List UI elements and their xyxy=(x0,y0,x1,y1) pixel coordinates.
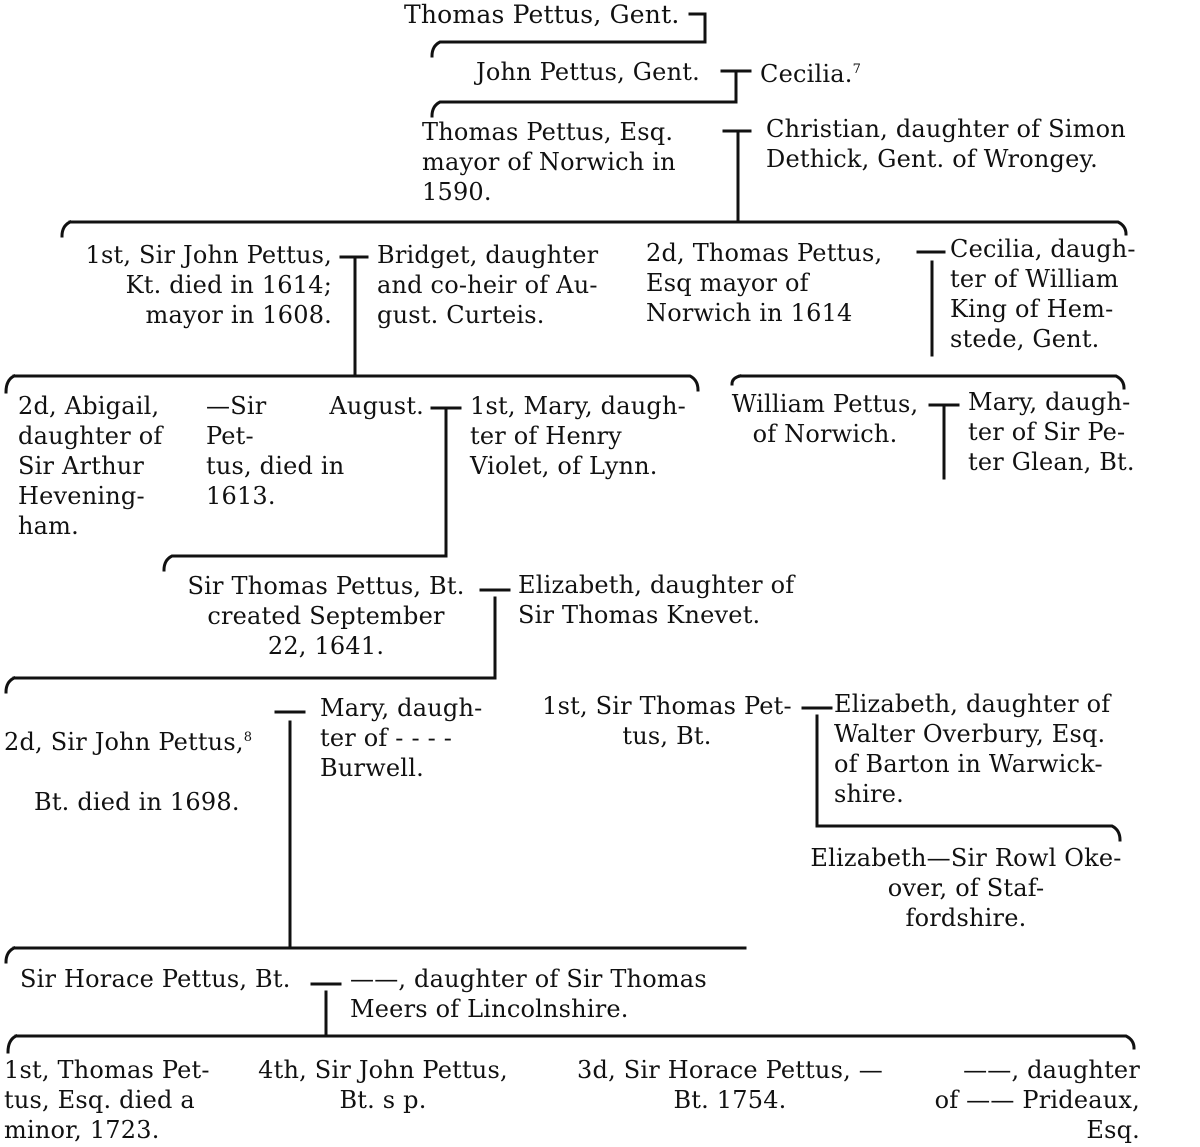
person-william-pettus: William Pettus, of Norwich. xyxy=(731,390,919,448)
person-prideaux: ——, daughter of —— Prideaux, Esq. xyxy=(934,1056,1140,1144)
footnote-marker: 8 xyxy=(243,730,253,745)
marriage-mark xyxy=(928,403,960,480)
connector-line xyxy=(430,12,707,58)
marriage-mark xyxy=(430,406,462,558)
person-mary-burwell: Mary, daugh- ter of - - - - Burwell. xyxy=(320,694,483,782)
footnote-marker: 7 xyxy=(852,62,862,77)
person-cecilia: Cecilia.7 xyxy=(760,55,861,89)
person-john-pettus-gent: John Pettus, Gent. xyxy=(476,58,700,86)
person-abigail-heveningham: 2d, Abigail, daughter of Sir Arthur Heve… xyxy=(18,392,163,540)
connector-line xyxy=(6,1033,1136,1054)
person-name: Cecilia. xyxy=(760,60,853,88)
marriage-mark xyxy=(479,588,511,680)
person-detail: Bt. died in 1698. xyxy=(34,788,240,816)
person-sir-august-pettus: —Sir August. Pet- tus, died in 1613. xyxy=(206,392,424,510)
person-sir-horace-pettus-3d: 3d, Sir Horace Pettus, — Bt. 1754. xyxy=(577,1056,883,1114)
person-meers: ——, daughter of Sir Thomas Meers of Linc… xyxy=(350,965,707,1023)
person-thomas-pettus-minor: 1st, Thomas Pet- tus, Esq. died a minor,… xyxy=(4,1056,210,1144)
marriage-mark xyxy=(720,69,752,104)
connector-line xyxy=(60,219,1128,238)
person-bridget-curteis: Bridget, daughter and co-heir of Au- gus… xyxy=(377,241,599,329)
person-cecilia-king: Cecilia, daugh- ter of William King of H… xyxy=(950,235,1136,353)
marriage-mark xyxy=(722,129,752,224)
connector-line xyxy=(4,675,497,694)
connector-line xyxy=(4,945,747,964)
person-thomas-pettus-2d: 2d, Thomas Pettus, Esq mayor of Norwich … xyxy=(646,239,883,327)
person-sir-horace-pettus: Sir Horace Pettus, Bt. xyxy=(20,965,291,993)
person-elizabeth-okeover: Elizabeth—Sir Rowl Oke- over, of Staf- f… xyxy=(810,844,1122,932)
connector-line xyxy=(162,554,448,572)
person-elizabeth-knevet: Elizabeth, daughter of Sir Thomas Knevet… xyxy=(518,571,795,629)
person-thomas-pettus-gent: Thomas Pettus, Gent. xyxy=(404,0,680,29)
person-sir-thomas-pettus-bt: Sir Thomas Pettus, Bt. created September… xyxy=(187,572,465,660)
person-name: 2d, Sir John Pettus, xyxy=(4,728,244,756)
connector-line xyxy=(730,374,1126,390)
person-mary-violet: 1st, Mary, daugh- ter of Henry Violet, o… xyxy=(470,392,686,480)
person-sir-john-pettus-4th: 4th, Sir John Pettus, Bt. s p. xyxy=(258,1056,508,1114)
connector-line xyxy=(815,824,1122,842)
connector-line xyxy=(430,100,738,118)
connector-line xyxy=(4,373,700,394)
person-sir-john-pettus-bt: 2d, Sir John Pettus,8 Bt. died in 1698. xyxy=(4,693,294,817)
person-thomas-pettus-esq: Thomas Pettus, Esq. mayor of Norwich in … xyxy=(422,118,676,206)
person-christian-dethick: Christian, daughter of Simon Dethick, Ge… xyxy=(766,115,1126,173)
person-elizabeth-overbury: Elizabeth, daughter of Walter Overbury, … xyxy=(834,690,1111,808)
person-sir-john-pettus-kt: 1st, Sir John Pettus, Kt. died in 1614; … xyxy=(85,241,332,329)
marriage-mark xyxy=(801,706,833,828)
marriage-mark xyxy=(274,710,306,950)
marriage-mark xyxy=(310,982,342,1038)
person-sir-thomas-pettus-1st: 1st, Sir Thomas Pet- tus, Bt. xyxy=(542,692,792,750)
marriage-mark xyxy=(916,250,946,357)
person-mary-glean: Mary, daugh- ter of Sir Pe- ter Glean, B… xyxy=(968,388,1135,476)
marriage-mark xyxy=(339,255,369,378)
